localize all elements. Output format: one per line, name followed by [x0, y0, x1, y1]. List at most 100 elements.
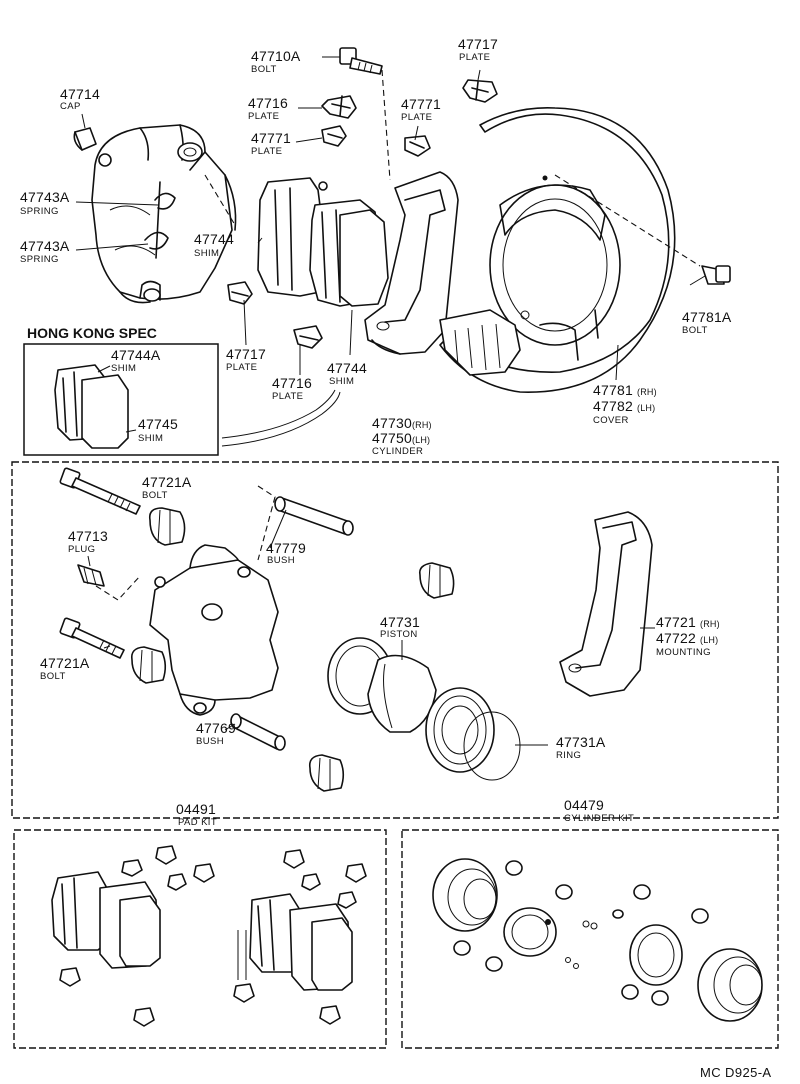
svg-text:COVER: COVER — [593, 415, 629, 426]
bolt-47721A-top-drawing — [59, 467, 141, 515]
svg-text:47744A: 47744A — [111, 347, 161, 363]
svg-text:47731A: 47731A — [556, 734, 606, 750]
svg-text:PLATE: PLATE — [459, 52, 490, 63]
svg-text:47750(LH): 47750(LH) — [372, 430, 430, 446]
label-pad-kit: 04491 PAD KIT — [176, 801, 217, 828]
svg-text:47779: 47779 — [266, 540, 306, 556]
label-cylinder-kit: 04479 CYLINDER KIT — [564, 797, 634, 824]
svg-text:BOLT: BOLT — [142, 490, 168, 501]
label-cylinder: 47730(RH) 47750(LH) CYLINDER — [372, 415, 432, 457]
svg-text:BOLT: BOLT — [251, 64, 277, 75]
piston-drawing — [327, 637, 521, 781]
svg-text:04479: 04479 — [564, 797, 604, 813]
label-47744-lower: 47744 SHIM — [327, 360, 367, 387]
label-47744-top: 47744 SHIM — [194, 231, 234, 259]
svg-text:47771: 47771 — [251, 130, 291, 146]
svg-text:PISTON: PISTON — [380, 629, 418, 640]
svg-text:47743A: 47743A — [20, 189, 70, 205]
plate-47771-b-drawing — [404, 135, 431, 157]
hong-kong-shims-drawing — [54, 364, 129, 449]
svg-text:PLATE: PLATE — [401, 112, 432, 123]
svg-text:SHIM: SHIM — [138, 433, 163, 444]
svg-text:SHIM: SHIM — [111, 363, 136, 374]
label-47714: 47714 CAP — [60, 86, 100, 112]
svg-text:CYLINDER KIT: CYLINDER KIT — [564, 813, 634, 824]
label-47716-top: 47716 PLATE — [248, 95, 288, 122]
svg-text:47781A: 47781A — [682, 309, 732, 325]
svg-text:SPRING: SPRING — [20, 254, 59, 265]
svg-text:47717: 47717 — [226, 346, 266, 362]
pad-kit-box — [13, 829, 387, 1049]
svg-text:BUSH: BUSH — [267, 555, 295, 566]
mounting-middle-drawing — [559, 511, 653, 697]
label-47743A-a: 47743A SPRING — [20, 189, 70, 217]
label-47721A-top: 47721A BOLT — [142, 474, 192, 501]
svg-text:47722 (LH): 47722 (LH) — [656, 630, 718, 646]
bolt-47710A-drawing — [339, 47, 383, 75]
label-47779: 47779 BUSH — [266, 540, 306, 566]
caliper-cylinder-drawing — [91, 124, 237, 304]
svg-text:47782 (LH): 47782 (LH) — [593, 398, 655, 414]
label-47731A: 47731A RING — [556, 734, 606, 761]
svg-text:PLATE: PLATE — [248, 111, 279, 122]
svg-text:BOLT: BOLT — [40, 671, 66, 682]
svg-text:47721 (RH): 47721 (RH) — [656, 614, 720, 630]
bush-47769-drawing — [230, 713, 286, 751]
svg-text:CAP: CAP — [60, 101, 81, 112]
svg-text:PLUG: PLUG — [68, 544, 95, 555]
label-47743A-b: 47743A SPRING — [20, 238, 70, 265]
svg-text:47781 (RH): 47781 (RH) — [593, 382, 657, 398]
boot-bottom-drawing — [308, 754, 345, 792]
svg-text:MOUNTING: MOUNTING — [656, 647, 711, 658]
boot-top-drawing — [148, 507, 186, 546]
label-47745: 47745 SHIM — [138, 416, 178, 444]
svg-text:47731: 47731 — [380, 614, 420, 630]
hong-kong-spec-title: HONG KONG SPEC — [27, 325, 157, 341]
bolt-47781A-drawing — [701, 265, 731, 285]
svg-text:47714: 47714 — [60, 86, 100, 102]
label-47717-left: 47717 PLATE — [226, 346, 266, 373]
label-47744A: 47744A SHIM — [111, 347, 161, 374]
svg-text:SHIM: SHIM — [194, 248, 219, 259]
svg-text:47744: 47744 — [327, 360, 367, 376]
svg-text:47713: 47713 — [68, 528, 108, 544]
svg-text:47716: 47716 — [248, 95, 288, 111]
bush-47779-drawing — [274, 496, 354, 536]
label-47731: 47731 PISTON — [380, 614, 420, 640]
svg-text:47771: 47771 — [401, 96, 441, 112]
caliper-assembly-box — [11, 461, 779, 819]
label-47721A-low: 47721A BOLT — [40, 655, 90, 682]
label-47771-left: 47771 PLATE — [251, 130, 291, 157]
label-47769: 47769 BUSH — [196, 720, 236, 747]
label-47717-top: 47717 PLATE — [458, 36, 498, 63]
label-47716-lower: 47716 PLATE — [272, 375, 312, 402]
svg-text:SHIM: SHIM — [329, 376, 354, 387]
svg-text:PLATE: PLATE — [251, 146, 282, 157]
brake-line-drawing — [221, 389, 336, 439]
svg-text:47744: 47744 — [194, 231, 234, 247]
svg-text:47716: 47716 — [272, 375, 312, 391]
svg-text:PAD KIT: PAD KIT — [178, 817, 217, 828]
label-47710A: 47710A BOLT — [251, 48, 301, 75]
svg-text:47745: 47745 — [138, 416, 178, 432]
hong-kong-spec-box — [23, 343, 219, 456]
plate-47717-left-drawing — [227, 281, 253, 305]
cylinder-kit-drawing — [432, 858, 763, 1022]
plate-47717-top-drawing — [462, 79, 498, 103]
svg-text:PLATE: PLATE — [272, 391, 303, 402]
pad-kit-drawing — [51, 845, 367, 1027]
bolt-47721A-low-drawing — [59, 617, 125, 659]
svg-text:47730(RH): 47730(RH) — [372, 415, 432, 431]
label-47713: 47713 PLUG — [68, 528, 108, 555]
svg-text:SPRING: SPRING — [20, 206, 59, 217]
svg-text:CYLINDER: CYLINDER — [372, 446, 423, 457]
svg-text:BUSH: BUSH — [196, 736, 224, 747]
boot-low-drawing — [130, 646, 167, 684]
brake-pads-drawing — [257, 177, 389, 307]
svg-text:RING: RING — [556, 750, 581, 761]
cylinder-kit-box — [401, 829, 779, 1049]
label-47771-right: 47771 PLATE — [401, 96, 441, 123]
plate-47771-a-drawing — [321, 125, 347, 147]
label-cover: 47781 (RH) 47782 (LH) COVER — [593, 382, 657, 426]
